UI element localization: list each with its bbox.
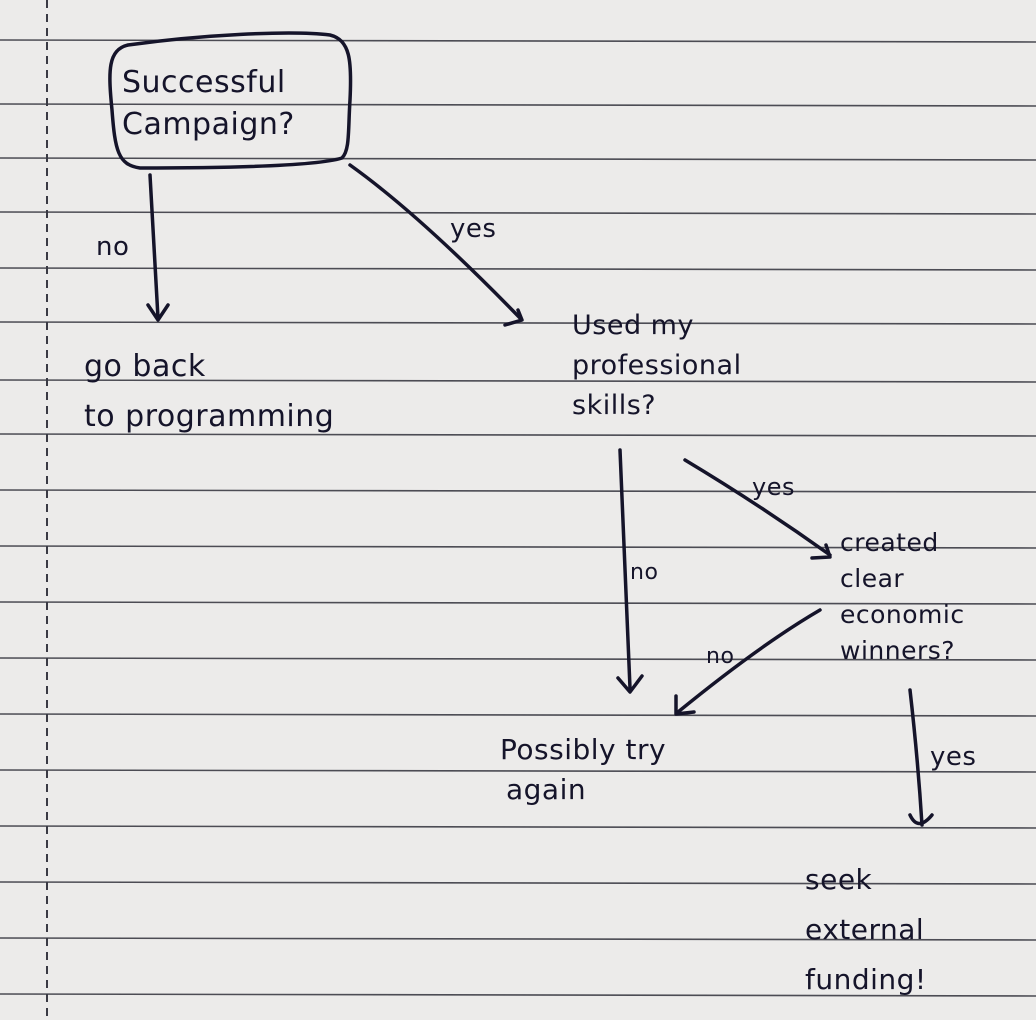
node-used-skills-line3: skills?: [572, 390, 657, 421]
edge-skills-yes: [683, 458, 832, 557]
node-go-back-line2: to programming: [84, 399, 335, 434]
ruled-line: [0, 881, 1036, 885]
node-successful-campaign-line2: Campaign?: [122, 107, 295, 142]
label-campaign-no: no: [96, 232, 130, 262]
label-winners-yes: yes: [930, 742, 977, 772]
node-try-again-line2: again: [506, 773, 587, 806]
node-seek-external-funding: seek external funding!: [805, 855, 927, 1005]
edge-skills-no: [618, 448, 632, 690]
node-used-skills-line2: professional: [572, 350, 742, 381]
ruled-line: [0, 713, 1036, 717]
node-winners-line2: clear: [840, 564, 905, 593]
node-successful-campaign: Successful Campaign?: [122, 66, 295, 142]
node-successful-campaign-line1: Successful: [122, 65, 286, 100]
node-possibly-try-again: Possibly try again: [500, 730, 666, 810]
arrowhead-campaign-yes: [503, 308, 524, 327]
node-winners-line4: winners?: [840, 636, 956, 665]
arrowhead-skills-yes: [810, 543, 832, 560]
ruled-line: [0, 601, 1036, 605]
ruled-line: [0, 433, 1036, 437]
node-winners-line1: created: [840, 528, 939, 557]
ruled-line: [0, 545, 1036, 549]
ruled-line: [0, 379, 1036, 383]
label-skills-no: no: [630, 560, 659, 585]
ruled-line: [0, 769, 1036, 773]
node-go-back-to-programming: go back to programming: [84, 350, 334, 434]
label-skills-yes: yes: [752, 473, 795, 501]
ruled-line: [0, 489, 1036, 493]
edge-winners-yes: [908, 688, 924, 827]
edge-campaign-no: [148, 173, 160, 320]
arrowhead-skills-no: [616, 674, 644, 694]
ruled-line: [0, 103, 1036, 107]
ruled-lines: [0, 39, 1036, 997]
node-try-again-line1: Possibly try: [500, 733, 667, 766]
arrowhead-winners-yes: [908, 813, 934, 826]
arrowhead-winners-no: [674, 694, 696, 716]
label-campaign-yes: yes: [450, 214, 497, 244]
ruled-line: [0, 267, 1036, 271]
label-winners-no: no: [706, 644, 735, 669]
node-used-professional-skills: Used my professional skills?: [572, 306, 742, 426]
node-funding-line2: external: [805, 913, 925, 946]
node-winners-line3: economic: [840, 600, 965, 629]
ruled-line: [0, 825, 1036, 829]
ruled-line: [0, 157, 1036, 161]
ruled-line: [0, 937, 1036, 941]
decision-box-campaign: [108, 31, 353, 170]
node-used-skills-line1: Used my: [572, 310, 694, 341]
ruled-line: [0, 211, 1036, 215]
ruled-line: [0, 993, 1036, 997]
node-funding-line3: funding!: [805, 963, 927, 996]
edge-winners-no: [676, 608, 822, 714]
node-created-economic-winners: created clear economic winners?: [840, 525, 965, 669]
node-go-back-line1: go back: [84, 349, 206, 384]
ruled-line: [0, 657, 1036, 661]
node-funding-line1: seek: [805, 863, 873, 896]
arrowhead-campaign-no: [146, 303, 170, 322]
edge-campaign-yes: [348, 163, 522, 320]
